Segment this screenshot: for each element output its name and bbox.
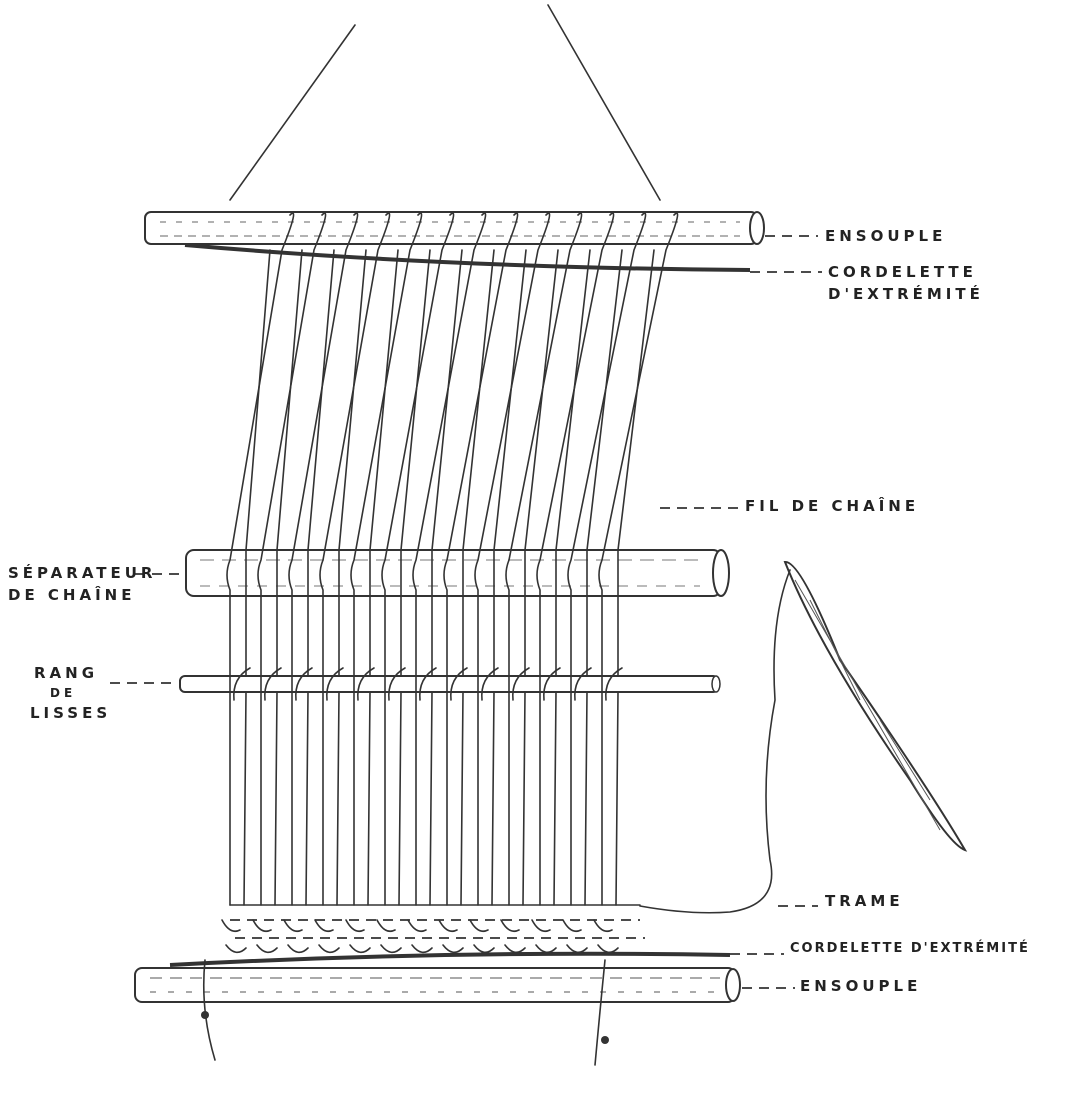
warp-thread bbox=[367, 249, 399, 906]
heddle-loop bbox=[574, 667, 592, 701]
label-separator-line1: SÉPARATEUR bbox=[8, 564, 157, 582]
heddle-loop bbox=[388, 667, 406, 701]
warp-thread bbox=[615, 249, 655, 906]
weft-pass bbox=[283, 919, 309, 954]
label-heddle-line2: DE bbox=[50, 686, 77, 700]
weft-pass bbox=[562, 919, 588, 954]
left-suspension-cord bbox=[229, 24, 356, 201]
warp-thread bbox=[474, 212, 551, 906]
warp-thread bbox=[319, 212, 391, 906]
warp-thread bbox=[584, 249, 623, 906]
warp-thread bbox=[491, 249, 527, 906]
warp-thread bbox=[505, 212, 583, 906]
warp-thread bbox=[443, 212, 519, 906]
warp-thread bbox=[305, 249, 335, 906]
weft-pass bbox=[314, 919, 340, 954]
bottom-beam bbox=[134, 967, 741, 1003]
bottom-ties bbox=[201, 959, 609, 1066]
warp-thread bbox=[460, 249, 495, 906]
warp-thread bbox=[412, 212, 487, 906]
weft-pass bbox=[438, 919, 464, 954]
warp-thread bbox=[522, 249, 559, 906]
bottom-end-cord bbox=[169, 951, 731, 967]
label-warp-thread: FIL DE CHAÎNE bbox=[745, 497, 920, 515]
warp-threads bbox=[221, 212, 679, 954]
heddle-rod bbox=[179, 675, 721, 693]
label-heddle-line3: LISSES bbox=[30, 704, 112, 722]
warp-thread bbox=[288, 212, 359, 906]
warp-thread bbox=[553, 249, 591, 906]
heddle-loop bbox=[419, 667, 437, 701]
warp-thread bbox=[274, 249, 303, 906]
weft-pass bbox=[469, 919, 495, 954]
warp-thread bbox=[398, 249, 431, 906]
weft-pass bbox=[531, 919, 557, 954]
leader-lines bbox=[110, 235, 822, 989]
label-weft: TRAME bbox=[825, 892, 904, 910]
heddle-loop bbox=[295, 667, 313, 701]
weft-pass bbox=[252, 919, 278, 954]
weft-pass bbox=[345, 919, 371, 954]
suspension-cords bbox=[229, 4, 661, 201]
heddle-loop bbox=[357, 667, 375, 701]
warp-thread bbox=[536, 212, 615, 906]
warp-thread bbox=[243, 249, 271, 906]
heddle-loop bbox=[326, 667, 344, 701]
heddle-loop bbox=[450, 667, 468, 701]
heddle-loop bbox=[233, 667, 251, 701]
heddle-loop bbox=[264, 667, 282, 701]
weft-pass bbox=[221, 919, 247, 954]
label-top-beam: ENSOUPLE bbox=[825, 227, 947, 245]
weft-pass bbox=[376, 919, 402, 954]
warp-thread bbox=[429, 249, 463, 906]
warp-thread bbox=[336, 249, 367, 906]
top-beam bbox=[144, 211, 765, 245]
warp-thread bbox=[350, 212, 423, 906]
heddle-loop bbox=[512, 667, 530, 701]
weft-pass bbox=[593, 919, 619, 954]
weft-pass bbox=[500, 919, 526, 954]
label-top-cord-line1: CORDELETTE bbox=[828, 263, 977, 281]
heddle-loop bbox=[543, 667, 561, 701]
warp-thread bbox=[598, 212, 679, 906]
heddle-loop bbox=[605, 667, 623, 701]
label-heddle-line1: RANG bbox=[34, 664, 99, 682]
label-bottom-cord: CORDELETTE D'EXTRÉMITÉ bbox=[790, 941, 1030, 956]
label-bottom-beam: ENSOUPLE bbox=[800, 977, 922, 995]
label-separator-line2: DE CHAÎNE bbox=[8, 586, 136, 604]
top-end-cord bbox=[184, 243, 751, 272]
warp-thread bbox=[257, 212, 327, 906]
weft-thread bbox=[639, 569, 791, 914]
label-top-cord-line2: D'EXTRÉMITÉ bbox=[828, 285, 984, 303]
warp-thread bbox=[567, 212, 647, 906]
shuttle bbox=[783, 561, 968, 852]
weft-pass bbox=[407, 919, 433, 954]
heddle-loop bbox=[481, 667, 499, 701]
warp-thread bbox=[381, 212, 455, 906]
right-suspension-cord bbox=[547, 4, 661, 201]
warp-thread bbox=[226, 212, 295, 906]
separator-rod bbox=[185, 549, 730, 597]
